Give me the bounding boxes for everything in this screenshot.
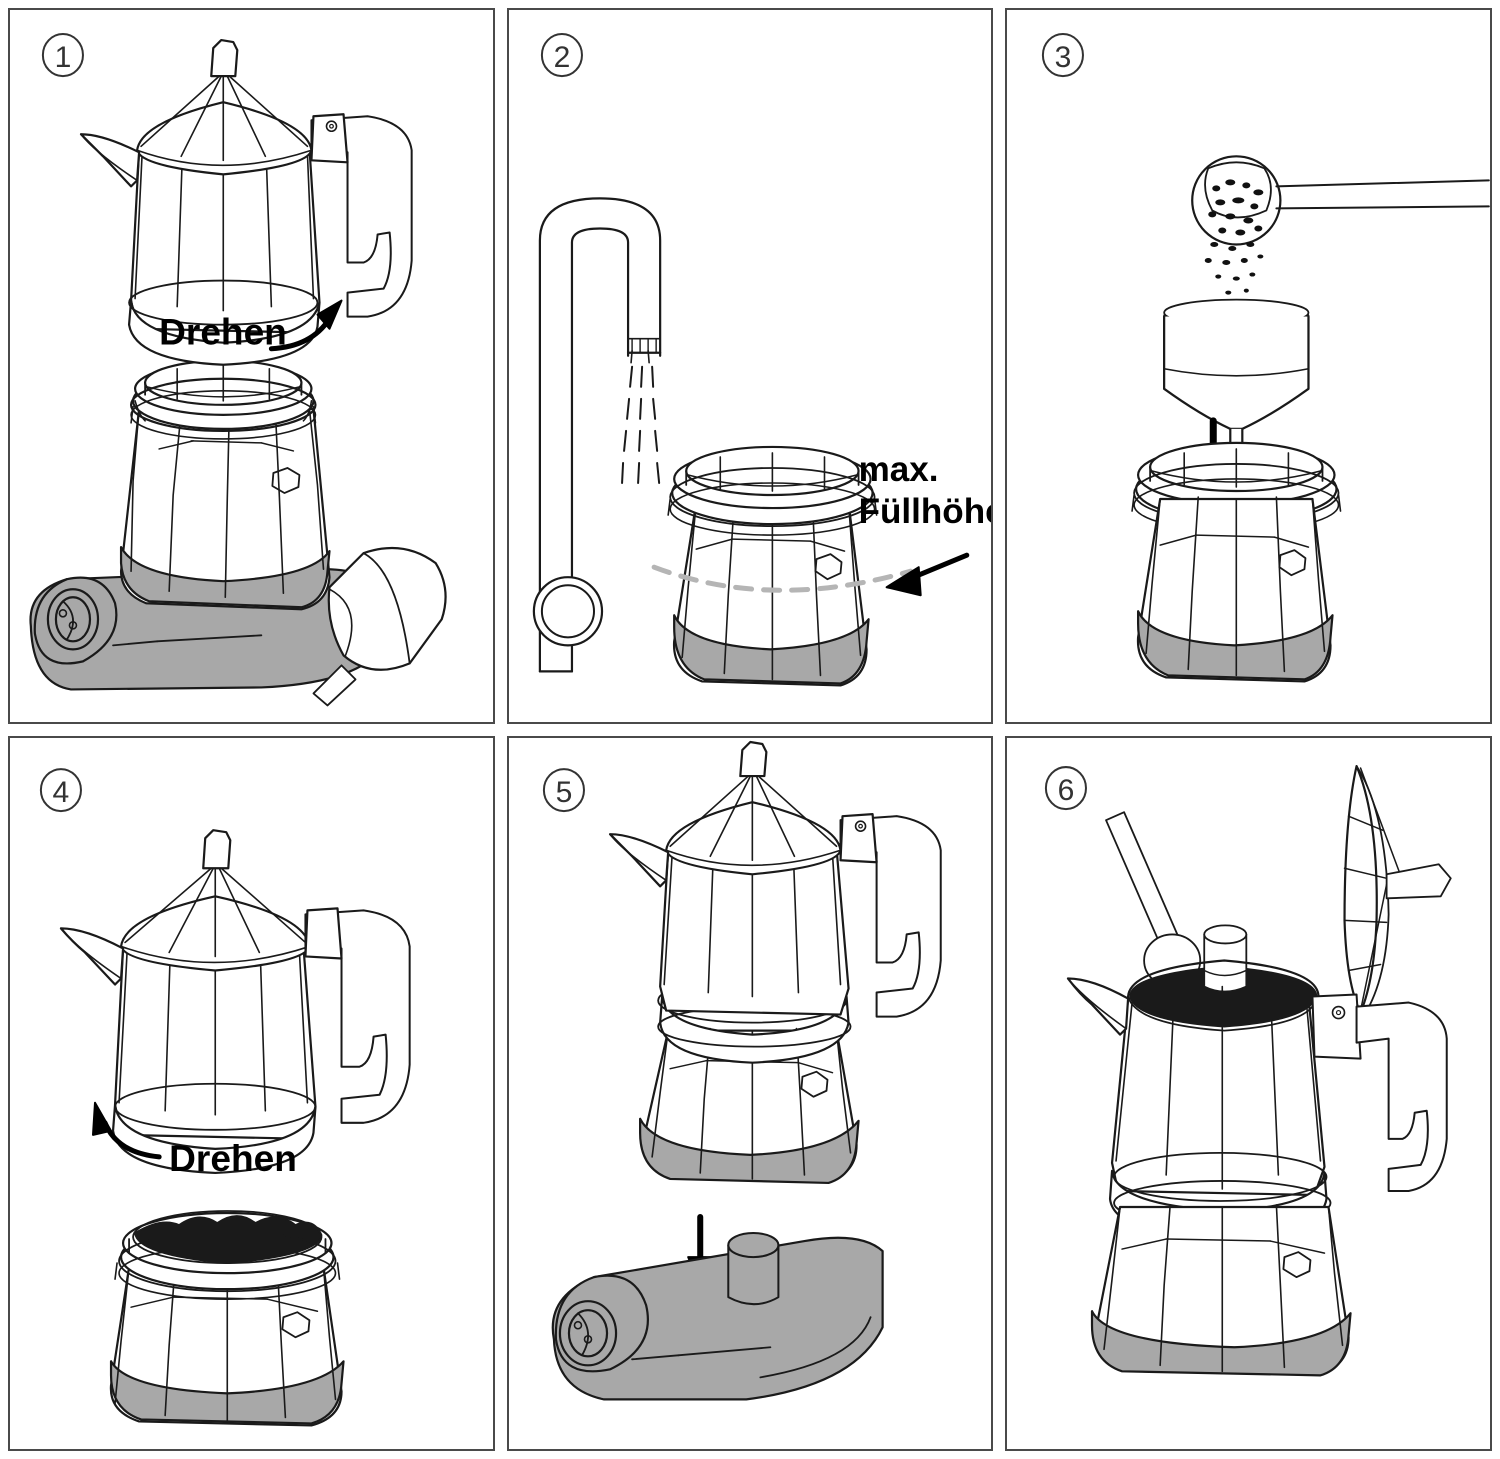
step-number-4: 4 <box>53 776 70 809</box>
measuring-spoon-3 <box>1191 155 1490 246</box>
step-number-1: 1 <box>55 41 72 74</box>
upper-chamber-1 <box>79 38 413 366</box>
step-number-badge-5: 5 <box>542 767 585 812</box>
step-number-badge-2: 2 <box>540 33 583 78</box>
step-number-6: 6 <box>1058 774 1075 807</box>
max-fill-pointer-arrow <box>885 552 969 597</box>
stirring-spoon-6 <box>1105 810 1202 987</box>
filter-basket-1 <box>129 359 317 440</box>
lower-boiler-3 <box>1137 496 1334 683</box>
panel-step-6: 6 <box>1005 735 1492 1451</box>
filter-basket-2 <box>667 445 878 536</box>
drehen-label-1: Drehen <box>159 311 287 353</box>
rotate-arrow-clockwise-1 <box>268 299 343 352</box>
panel-step-2: 2 <box>506 8 994 724</box>
lower-boiler-2 <box>672 500 870 687</box>
step-number-badge-6: 6 <box>1045 765 1088 810</box>
max-label-line-1: max. <box>858 450 938 489</box>
faucet <box>532 197 661 673</box>
safety-valve-5 <box>800 1070 829 1098</box>
step-number-badge-3: 3 <box>1042 33 1085 78</box>
drehen-label-4: Drehen <box>169 1136 297 1178</box>
safety-valve-2 <box>814 553 843 581</box>
upper-chamber-4 <box>59 828 411 1174</box>
rotate-arrow-counterclockwise-4 <box>91 1101 162 1159</box>
safety-valve-4 <box>281 1310 311 1338</box>
panel-step-4: 4 <box>8 735 495 1451</box>
safety-valve-6 <box>1282 1250 1312 1278</box>
funnel-3 <box>1163 298 1310 469</box>
lower-boiler-6 <box>1091 1203 1352 1376</box>
open-lid-6 <box>1343 764 1452 1015</box>
lower-boiler-1 <box>119 407 331 611</box>
coffee-grounds-3 <box>1205 179 1264 307</box>
panel-step-1: 1 <box>8 8 495 724</box>
water-stream <box>620 349 660 484</box>
max-label-line-2: Füllhöhe <box>858 492 991 531</box>
step-number-2: 2 <box>553 41 570 74</box>
filled-filter-basket-4 <box>114 1209 341 1300</box>
step-number-badge-1: 1 <box>41 33 84 78</box>
safety-valve-1 <box>271 467 301 494</box>
measuring-scoop-1 <box>312 546 447 707</box>
lower-boiler-4 <box>109 1263 345 1427</box>
panel-step-3: 3 <box>1005 8 1492 724</box>
max-fill-dashed-line <box>651 564 913 593</box>
panel-step-5: 5 <box>506 735 994 1451</box>
assembled-moka-pot-5 <box>608 740 942 1184</box>
electric-base-5 <box>551 1231 884 1400</box>
upper-chamber-open-6 <box>1067 923 1449 1196</box>
step-number-5: 5 <box>555 776 572 809</box>
safety-valve-3 <box>1278 549 1307 577</box>
step-number-3: 3 <box>1055 41 1072 74</box>
step-number-badge-4: 4 <box>39 767 82 812</box>
